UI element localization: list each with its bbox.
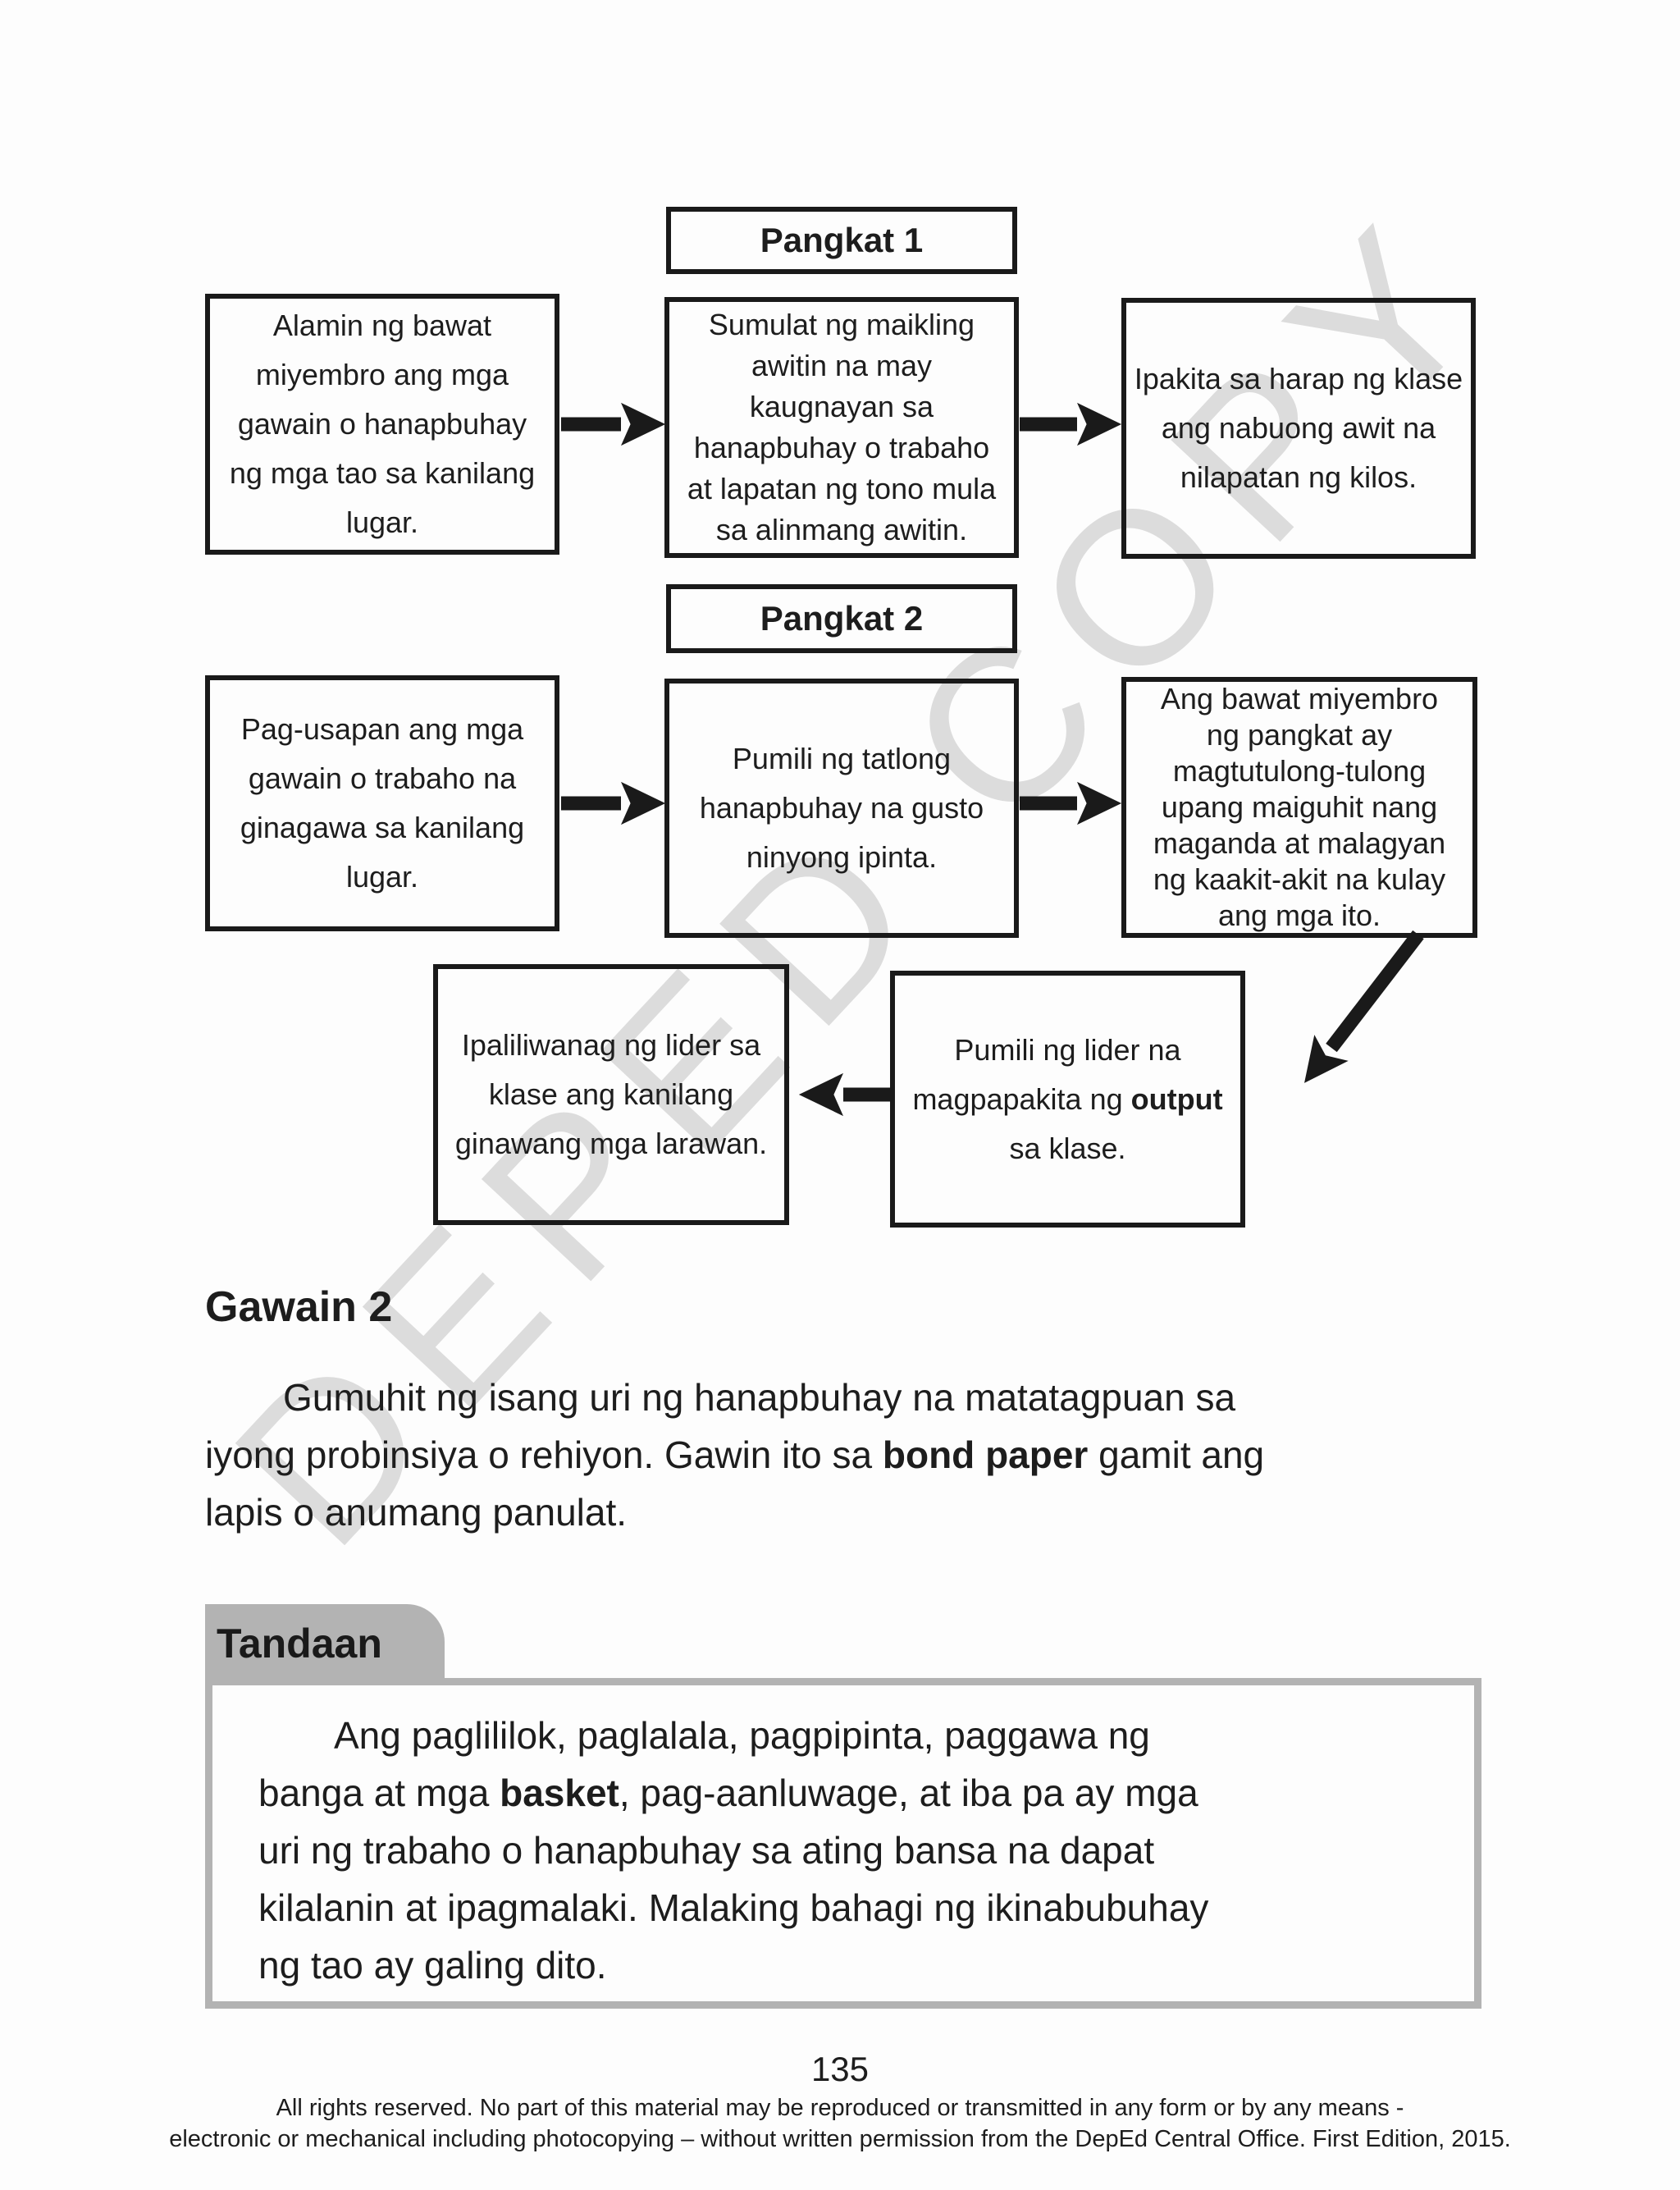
pangkat1-step1-box: Alamin ng bawat miyembro ang mga gawain … (205, 294, 559, 555)
pangkat2-title: Pangkat 2 (760, 599, 924, 638)
pangkat2-title-box: Pangkat 2 (666, 584, 1017, 653)
pangkat1-title-box: Pangkat 1 (666, 207, 1017, 274)
arrow-diagonal-down-left-icon (1304, 930, 1424, 1083)
pangkat1-title: Pangkat 1 (760, 221, 924, 259)
pangkat2-step3-text: Ang bawat miyembro ng pangkat ay magtutu… (1153, 682, 1446, 932)
gawain2-paragraph: Gumuhit ng isang uri ng hanapbuhay na ma… (205, 1376, 1265, 1534)
basket-bold-text: basket (500, 1772, 619, 1814)
tandaan-title: Tandaan (217, 1621, 382, 1667)
pangkat2-step1-text: Pag-usapan ang mga gawain o trabaho na g… (240, 712, 525, 894)
tandaan-tab: Tandaan (205, 1604, 445, 1683)
pangkat1-step2-text: Sumulat ng maikling awitin na may kaugna… (687, 308, 997, 546)
pangkat2-step2-box: Pumili ng tatlong hanapbuhay na gusto ni… (664, 679, 1019, 938)
pangkat2-step1-box: Pag-usapan ang mga gawain o trabaho na g… (205, 675, 559, 931)
pangkat1-step2-box: Sumulat ng maikling awitin na may kaugna… (664, 297, 1019, 558)
pangkat2-step5-text: Ipaliliwanag ng lider sa klase ang kanil… (454, 1028, 768, 1160)
copyright-line-1: All rights reserved. No part of this mat… (276, 2095, 1404, 2121)
pangkat1-step1-text: Alamin ng bawat miyembro ang mga gawain … (229, 309, 536, 539)
pangkat2-step4-text: Pumili ng lider na magpapakita ng output… (912, 1032, 1223, 1165)
output-bold-text: output (1130, 1081, 1223, 1116)
page-number: 135 (810, 2050, 870, 2088)
pangkat2-step4-box: Pumili ng lider na magpapakita ng output… (890, 971, 1245, 1228)
gawain2-heading: Gawain 2 (205, 1283, 393, 1331)
bond-paper-bold-text: bond paper (882, 1433, 1089, 1476)
pangkat2-step5-box: Ipaliliwanag ng lider sa klase ang kanil… (433, 964, 789, 1225)
pangkat1-step3-text: Ipakita sa harap ng klase ang nabuong aw… (1134, 362, 1463, 494)
copyright-line-2: electronic or mechanical including photo… (169, 2126, 1511, 2152)
tandaan-box: Ang paglililok, paglalala, pagpipinta, p… (205, 1678, 1481, 2009)
pangkat2-step2-text: Pumili ng tatlong hanapbuhay na gusto ni… (699, 742, 984, 874)
pangkat2-step3-box: Ang bawat miyembro ng pangkat ay magtutu… (1121, 677, 1477, 938)
pangkat1-step3-box: Ipakita sa harap ng klase ang nabuong aw… (1121, 298, 1476, 559)
